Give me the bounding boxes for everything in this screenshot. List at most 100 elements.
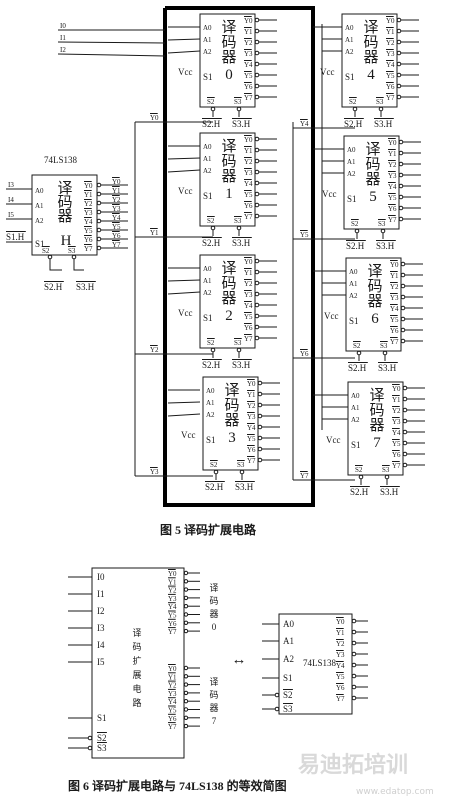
pin-s3-label: S3 (378, 220, 386, 228)
decoder-name-char: 器 (363, 50, 378, 66)
master-input-s1: S1.H (6, 232, 25, 242)
pin-vcc-label: Vcc (181, 430, 196, 440)
pin-s3-label: S3 (382, 466, 390, 474)
enable-bubble (210, 106, 216, 112)
pin-s2-label: S2 (349, 98, 357, 106)
decoder-index: 7 (373, 435, 381, 451)
master-out-net-y7: Y7 (112, 241, 121, 249)
fig6-group7-y4: Y4 (168, 698, 177, 706)
enable-bus-label-0: Y0 (150, 114, 159, 122)
top-input-wire (57, 41, 166, 44)
decoder-index: 0 (225, 67, 233, 83)
fig6-group0-y6: Y6 (168, 620, 177, 628)
pin-vcc-label: Vcc (324, 311, 339, 321)
pin-y2-label: Y2 (392, 407, 401, 415)
enable-s3-label: S3.H (378, 363, 397, 373)
pin-y0-label: Y0 (388, 139, 397, 147)
watermark-brand: 易迪拓培训 (298, 752, 408, 778)
master-out-y7: Y7 (84, 245, 93, 253)
fig6-right-out-y1: Y1 (336, 629, 345, 637)
address-bus-outline (163, 6, 315, 507)
wire (49, 259, 62, 271)
master-out-net-y3: Y3 (112, 205, 121, 213)
output-bubble (396, 72, 402, 78)
output-bubble (254, 213, 260, 219)
pin-vcc-label: Vcc (322, 189, 337, 199)
fig6-group0-y4: Y4 (168, 603, 177, 611)
master-out-net-y5: Y5 (112, 223, 121, 231)
pin-a2-label: A2 (347, 170, 356, 178)
output-bubble (396, 61, 402, 67)
decoder-index: 3 (228, 430, 236, 446)
fig6-output-bubble (183, 587, 189, 592)
pin-y3-label: Y3 (390, 294, 399, 302)
pin-y0-label: Y0 (386, 17, 395, 25)
enable-s3-label: S3.H (235, 482, 254, 492)
enable-s3-label: S3.H (232, 238, 251, 248)
master-output-bubble (96, 236, 102, 242)
master-output-bubble (96, 245, 102, 251)
output-bubble (254, 136, 260, 142)
output-bubble (400, 272, 406, 278)
pin-y1-label: Y1 (390, 272, 399, 280)
wire (73, 259, 84, 271)
output-bubble (254, 313, 260, 319)
fig6-group0-label-char: 器 (209, 609, 218, 619)
master-out-y4: Y4 (84, 218, 93, 226)
enable-bubble (354, 228, 360, 234)
output-bubble (398, 161, 404, 167)
fig6-pin-i0: I0 (97, 572, 105, 582)
pin-s1-label: S1 (203, 191, 213, 201)
top-input-i2: I2 (60, 46, 66, 54)
fig6-group0-label-char: 0 (212, 622, 217, 632)
output-bubble (257, 413, 263, 419)
enable-bus-label-7: Y7 (300, 472, 309, 480)
pin-y0-label: Y0 (392, 385, 401, 393)
pin-y7-label: Y7 (244, 335, 253, 343)
decoder-name-char: 器 (365, 172, 380, 188)
fig6-right-pin-s2: S2 (283, 690, 293, 700)
fig6-output-bubble (183, 699, 189, 704)
fig6-group0-label-char: 码 (209, 596, 218, 606)
decoder-name-char: 码 (369, 402, 384, 419)
enable-bubble (236, 347, 242, 353)
output-bubble (254, 94, 260, 100)
pin-y1-label: Y1 (244, 28, 253, 36)
enable-s2-label: S2.H (350, 487, 369, 497)
pin-y1-label: Y1 (392, 396, 401, 404)
enable-bus-label-6: Y6 (300, 350, 309, 358)
output-bubble (400, 305, 406, 311)
fig6-right-out-y4: Y4 (336, 662, 345, 670)
pin-y0-label: Y0 (247, 380, 256, 388)
fig6-group0-y5: Y5 (168, 612, 177, 620)
fig6-right-output-bubble (351, 618, 357, 624)
output-bubble (257, 424, 263, 430)
enable-bubble (358, 474, 364, 480)
fig6-right-out-y3: Y3 (336, 651, 345, 659)
pin-y7-label: Y7 (390, 338, 399, 346)
pin-y3-label: Y3 (386, 50, 395, 58)
pin-y4-label: Y4 (247, 424, 256, 432)
fig6-group7-y1: Y1 (168, 673, 177, 681)
decoder-name-char: 码 (367, 278, 382, 295)
decoder-index: 2 (225, 308, 233, 324)
decoder-name-char: 器 (369, 418, 384, 434)
fig6-right-output-bubble (351, 640, 357, 646)
pin-y5-label: Y5 (390, 316, 399, 324)
enable-s3-label: S3.H (380, 487, 399, 497)
pin-s3-label: S3 (380, 342, 388, 350)
expansion-circuit-body (91, 567, 185, 759)
fig6-center-label-char: 路 (132, 697, 141, 708)
pin-y2-label: Y2 (247, 402, 256, 410)
pin-y0-label: Y0 (390, 261, 399, 269)
master-input-i3: I3 (8, 181, 14, 189)
pin-y1-label: Y1 (247, 391, 256, 399)
pin-s2-label: S2 (207, 217, 215, 225)
fig6-group7-y3: Y3 (168, 690, 177, 698)
fig6-group0-label-char: 译 (209, 583, 218, 593)
output-bubble (254, 50, 260, 56)
master-pin-a2: A2 (35, 217, 44, 225)
pin-s3-label: S3 (234, 339, 242, 347)
fig6-right-output-bubble (351, 684, 357, 690)
pin-y6-label: Y6 (386, 83, 395, 91)
